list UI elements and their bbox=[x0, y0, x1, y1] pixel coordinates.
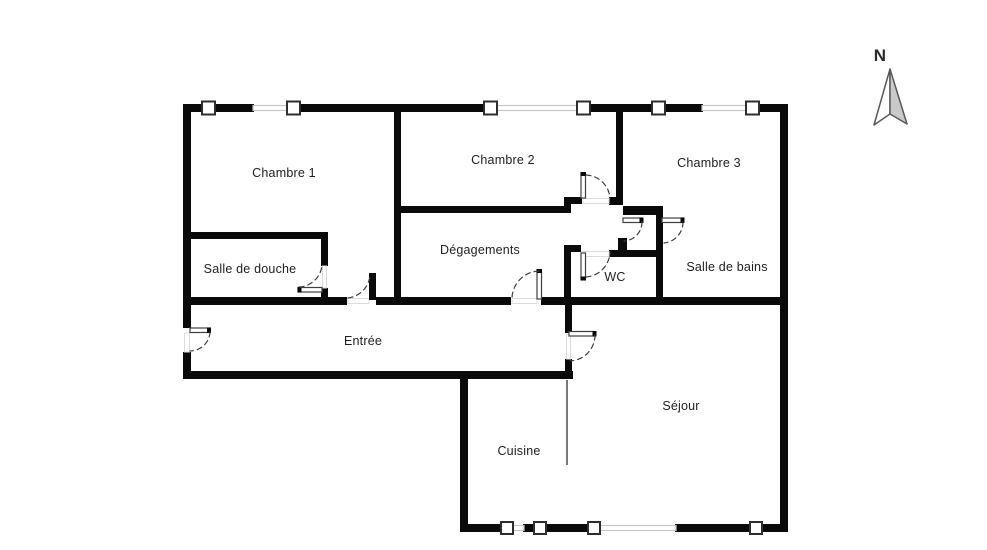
north-label: N bbox=[873, 46, 887, 65]
window-post-icon bbox=[500, 521, 514, 535]
window-post-icon bbox=[576, 100, 591, 116]
room-label-degagements: Dégagements bbox=[439, 243, 521, 257]
north-arrow-icon bbox=[873, 68, 908, 126]
room-label-cuisine: Cuisine bbox=[497, 444, 541, 458]
window-post-icon bbox=[533, 521, 547, 535]
room-label-chambre-2: Chambre 2 bbox=[471, 153, 535, 167]
window-post-icon bbox=[286, 100, 301, 116]
window-post-icon bbox=[201, 100, 216, 116]
room-label-salle-de-bains: Salle de bains bbox=[686, 260, 768, 274]
door-openings bbox=[184, 198, 610, 360]
window-post-icon bbox=[587, 521, 601, 535]
windows bbox=[201, 100, 763, 535]
doors bbox=[189, 172, 685, 362]
window-post-icon bbox=[745, 100, 760, 116]
walls bbox=[183, 104, 788, 532]
room-label-salle-de-douche: Salle de douche bbox=[203, 262, 297, 276]
window-post-icon bbox=[651, 100, 666, 116]
window-post-icon bbox=[749, 521, 763, 535]
room-label-entree: Entrée bbox=[343, 334, 383, 348]
room-label-chambre-3: Chambre 3 bbox=[677, 156, 741, 170]
room-label-wc: WC bbox=[604, 270, 626, 284]
room-label-sejour: Séjour bbox=[662, 399, 700, 413]
window-post-icon bbox=[483, 100, 498, 116]
room-label-chambre-1: Chambre 1 bbox=[252, 166, 316, 180]
